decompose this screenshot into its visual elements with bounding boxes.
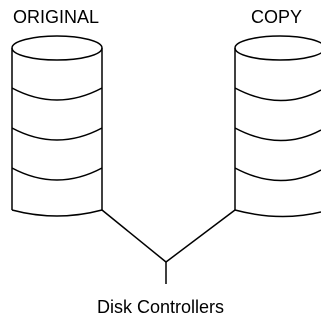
original-platter-divider: [11, 87, 103, 101]
disk-controllers-label: Disk Controllers: [96, 297, 225, 317]
original-disk-bottom: [11, 209, 103, 217]
copy-platter-divider: [234, 167, 321, 182]
original-disk-stack-icon: [11, 35, 103, 210]
copy-connector-line: [165, 209, 236, 263]
copy-disk-stack-icon: [234, 35, 321, 218]
original-disk-label: ORIGINAL: [13, 7, 100, 27]
original-connector-line: [101, 209, 167, 263]
copy-disk-bottom: [234, 209, 321, 218]
original-platter-divider: [11, 127, 103, 141]
controller-connector: [101, 209, 236, 284]
original-platter-divider: [11, 167, 103, 181]
copy-disk-top: [234, 35, 321, 61]
original-disk-top: [11, 35, 103, 61]
copy-platter-divider: [234, 87, 321, 102]
copy-platter-divider: [234, 127, 321, 142]
copy-disk-label: COPY: [251, 7, 303, 27]
